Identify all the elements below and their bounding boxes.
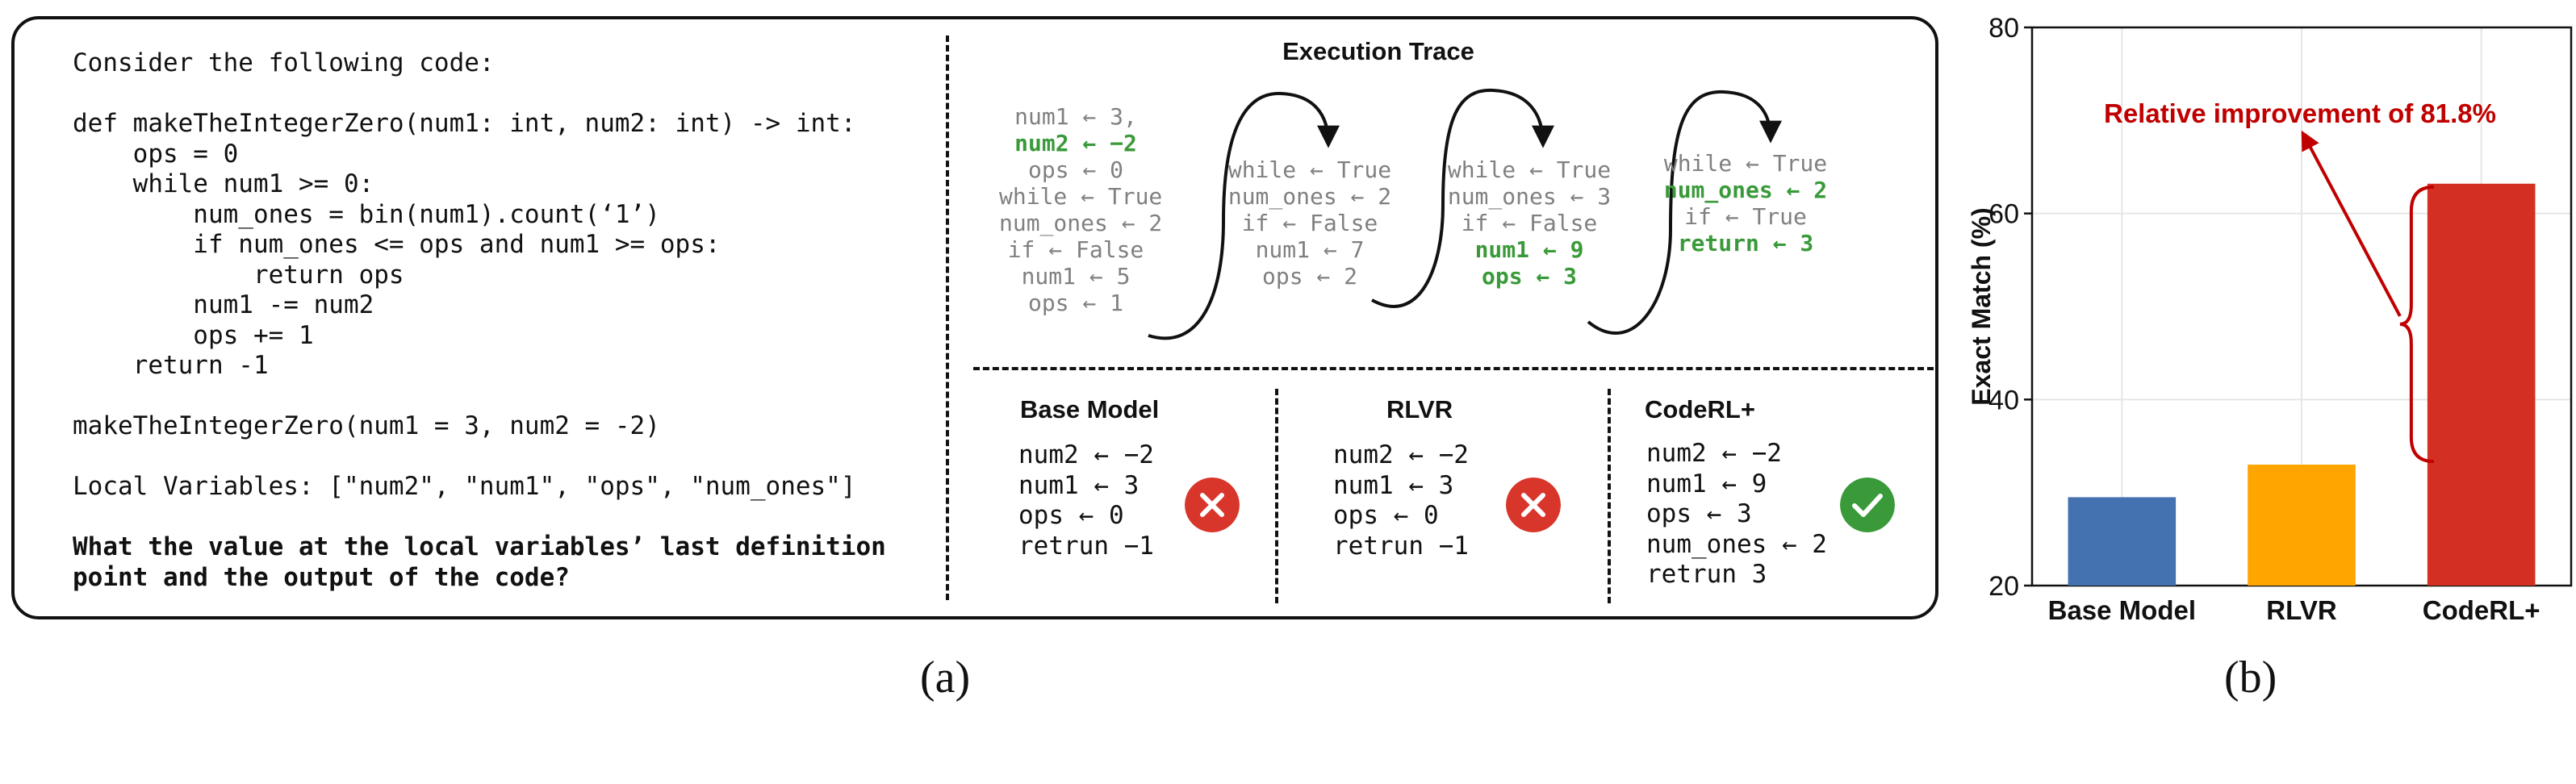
model-divider-2 (1608, 389, 1611, 603)
horizontal-divider (973, 367, 1934, 370)
trace-arrow-3 (1587, 90, 1782, 335)
improvement-brace (2399, 185, 2434, 464)
trace-line: ops ← 1 (1027, 290, 1123, 316)
bar-rlvr (2248, 465, 2356, 586)
trace-arrow-2 (1371, 88, 1554, 308)
code-prompt: Consider the following code: def makeTheI… (73, 48, 886, 593)
code-line: makeTheIntegerZero(num1 = 3, num2 = -2) (73, 411, 660, 440)
y-tick-label: 80 (1988, 13, 2019, 44)
model-title-rlvr: RLVR (1386, 395, 1453, 423)
check-icon (1840, 477, 1895, 532)
code-line: return -1 (73, 351, 269, 380)
model-output-line: ops ← 3 (1646, 499, 1752, 528)
model-output-line: retrun −1 (1018, 531, 1154, 561)
trace-line: ops ← 0 (1027, 156, 1123, 183)
model-divider-1 (1275, 389, 1278, 603)
trace-line: num_ones ← 2 (999, 210, 1163, 236)
model-output-line: ops ← 0 (1018, 501, 1124, 530)
x-tick-label: CodeRL+ (2423, 595, 2540, 625)
annotation-text: Relative improvement of 81.8% (2104, 98, 2496, 128)
code-line: num_ones = bin(num1).count(‘1’) (73, 199, 660, 229)
trace-arrow-1 (1148, 91, 1340, 340)
model-output-line: num1 ← 3 (1333, 470, 1454, 500)
trace-line: num1 ← 7 (1255, 236, 1365, 263)
trace-line: num2 ← −2 (1014, 130, 1137, 156)
trace-line: num_ones ← 2 (1227, 183, 1392, 210)
model-output-line: num2 ← −2 (1646, 439, 1782, 468)
x-tick-label: RLVR (2266, 595, 2337, 625)
bar-coderl- (2427, 183, 2536, 586)
model-output-line: retrun 3 (1646, 560, 1767, 589)
caption-b: (b) (2224, 653, 2277, 703)
code-line (73, 442, 886, 473)
code-line (73, 382, 886, 412)
trace-title: Execution Trace (1282, 37, 1474, 65)
y-axis-label: Exact Match (%) (1967, 207, 1996, 405)
model-output-line: num2 ← −2 (1333, 440, 1469, 469)
trace-line: num1 ← 3, (1014, 103, 1137, 130)
trace-line: if ← False (1461, 210, 1598, 236)
model-title-base: Base Model (1020, 395, 1160, 423)
model-output-line: num1 ← 9 (1646, 469, 1767, 498)
wrong-icon (1506, 477, 1561, 532)
x-tick-label: Base Model (2048, 595, 2196, 625)
code-line: if num_ones <= ops and num1 >= ops: (73, 230, 721, 259)
y-tick-label: 60 (1988, 199, 2019, 230)
trace-line: return ← 3 (1677, 230, 1814, 256)
trace-line: num_ones ← 2 (1663, 177, 1828, 203)
code-line: while num1 >= 0: (73, 169, 374, 198)
model-output-line: num_ones ← 2 (1646, 529, 1827, 559)
model-output-line: retrun −1 (1333, 531, 1469, 561)
code-line: ops += 1 (73, 320, 314, 350)
code-line (73, 503, 886, 533)
model-output-line: num1 ← 3 (1018, 470, 1140, 500)
bar-base-model (2068, 497, 2177, 586)
trace-line: while ← True (1447, 156, 1612, 183)
trace-line: ops ← 3 (1481, 263, 1577, 290)
code-line: def makeTheIntegerZero(num1: int, num2: … (73, 109, 856, 138)
trace-arrows (1148, 88, 1782, 340)
trace-line: num1 ← 9 (1474, 236, 1584, 263)
y-tick-label: 20 (1988, 571, 2019, 602)
caption-a: (a) (920, 653, 971, 703)
trace-line: if ← True (1684, 203, 1807, 230)
annotation-arrow (2301, 130, 2402, 317)
code-line: Consider the following code: (73, 48, 495, 77)
wrong-icon (1185, 477, 1240, 532)
trace-line: while ← True (1227, 156, 1392, 183)
trace-line: while ← True (1663, 150, 1828, 177)
panel-a-box: Consider the following code: def makeTheI… (11, 16, 1938, 619)
trace-line: if ← False (1007, 236, 1144, 263)
question-line: What the value at the local variables’ l… (73, 532, 886, 561)
model-output-line: ops ← 0 (1333, 501, 1439, 530)
model-title-coderl: CodeRL+ (1645, 395, 1755, 423)
trace-line: while ← True (999, 183, 1163, 210)
y-tick-label: 40 (1988, 385, 2019, 415)
code-line: num1 -= num2 (73, 290, 374, 319)
trace-line: num1 ← 5 (1021, 263, 1131, 290)
trace-line: ops ← 2 (1261, 263, 1357, 290)
question-line: point and the output of the code? (73, 562, 570, 592)
trace-line: num_ones ← 3 (1447, 183, 1612, 210)
code-line: return ops (73, 260, 404, 290)
trace-line: if ← False (1241, 210, 1378, 236)
code-line: Local Variables: ["num2", "num1", "ops",… (73, 472, 856, 501)
vertical-divider (946, 35, 949, 600)
code-line: ops = 0 (73, 139, 239, 169)
model-output-line: num2 ← −2 (1018, 440, 1154, 469)
